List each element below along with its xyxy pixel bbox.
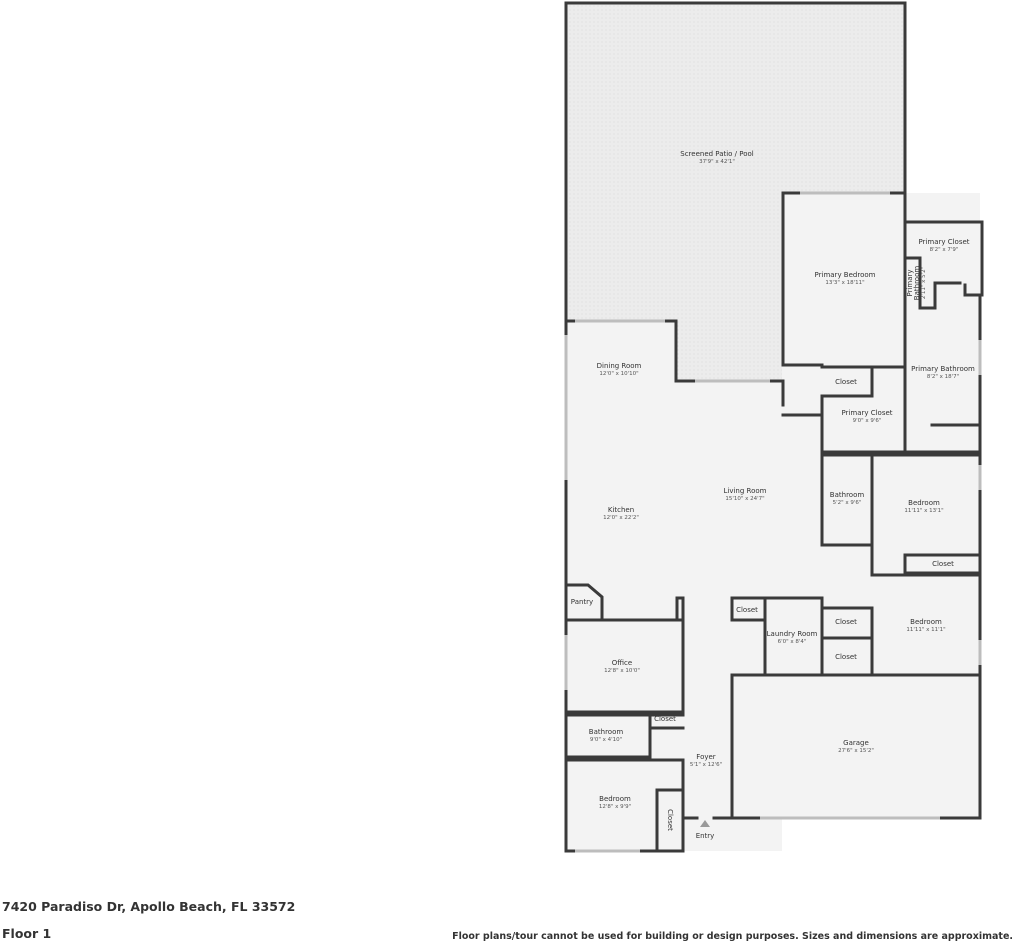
room-label-primary-bedroom: Primary Bedroom — [815, 271, 876, 279]
floor-label: Floor 1 — [2, 926, 52, 941]
room-label-primary-bath-small: Primary Bathroom 2'11" x 5'2" — [906, 266, 927, 301]
room-label-bath-low: Bathroom — [589, 728, 624, 736]
walls — [564, 1, 984, 853]
room-label-closet-b: Closet — [932, 560, 954, 568]
room-label-dining: Dining Room — [597, 362, 642, 370]
windows — [564, 191, 982, 853]
room-label-primary-closet-top: Primary Closet — [918, 238, 969, 246]
room-label-entry: Entry — [696, 832, 715, 840]
room-dims-patio: 37'9" x 42'1" — [699, 159, 735, 165]
room-dims-kitchen: 12'0" x 22'2" — [603, 515, 639, 521]
room-label-pantry: Pantry — [571, 598, 593, 606]
room-label-closet-a: Closet — [835, 378, 857, 386]
room-dims-office: 12'8" x 10'0" — [604, 668, 640, 674]
room-label-primary-bathroom: Primary Bathroom — [911, 365, 975, 373]
disclaimer: Floor plans/tour cannot be used for buil… — [452, 931, 1013, 942]
room-label-bath-mid: Bathroom — [830, 491, 865, 499]
room-dims-bedroom-c: 12'8" x 9'9" — [599, 804, 631, 810]
svg-text:2'11" x 5'2": 2'11" x 5'2" — [921, 267, 927, 299]
room-dims-bath-mid: 5'2" x 9'6" — [833, 500, 862, 506]
room-dims-bedroom-b: 11'11" x 11'1" — [906, 627, 945, 633]
room-labels: Screened Patio / Pool 37'9" x 42'1" Prim… — [571, 150, 975, 840]
room-label-bedroom-c: Bedroom — [599, 795, 631, 803]
room-label-closet-g: Closet — [666, 809, 674, 831]
property-address: 7420 Paradiso Dr, Apollo Beach, FL 33572 — [2, 899, 296, 914]
room-label-laundry: Laundry Room — [767, 630, 818, 638]
room-label-closet-d: Closet — [835, 618, 857, 626]
room-dims-dining: 12'0" x 10'10" — [599, 371, 638, 377]
room-label-closet-f: Closet — [654, 715, 676, 723]
room-label-kitchen: Kitchen — [608, 506, 634, 514]
room-label-patio: Screened Patio / Pool — [680, 150, 754, 158]
room-label-closet-e: Closet — [835, 653, 857, 661]
room-dims-primary-closet-top: 8'2" x 7'9" — [930, 247, 959, 253]
room-label-office: Office — [612, 659, 632, 667]
room-dims-laundry: 6'0" x 8'4" — [778, 639, 807, 645]
room-dims-foyer: 5'1" x 12'6" — [690, 762, 722, 768]
room-label-foyer: Foyer — [696, 753, 716, 761]
room-dims-primary-bathroom: 8'2" x 18'7" — [927, 374, 959, 380]
room-dims-primary-closet: 9'0" x 9'6" — [853, 418, 882, 424]
room-label-bedroom-b: Bedroom — [910, 618, 942, 626]
room-dims-living: 15'10" x 24'7" — [725, 496, 764, 502]
room-dims-bath-low: 9'0" x 4'10" — [590, 737, 622, 743]
room-label-bedroom-a: Bedroom — [908, 499, 940, 507]
room-dims-primary-bedroom: 13'3" x 18'11" — [825, 280, 864, 286]
entry-arrow-icon — [700, 820, 710, 827]
room-label-closet-c: Closet — [736, 606, 758, 614]
room-dims-bedroom-a: 11'11" x 13'1" — [904, 508, 943, 514]
floor-fills — [566, 3, 980, 851]
room-label-living: Living Room — [724, 487, 767, 495]
room-label-primary-closet: Primary Closet — [841, 409, 892, 417]
svg-text:Bathroom: Bathroom — [913, 266, 921, 301]
room-label-garage: Garage — [843, 739, 869, 747]
svg-text:Primary: Primary — [906, 269, 914, 296]
room-dims-garage: 27'6" x 15'2" — [838, 748, 874, 754]
